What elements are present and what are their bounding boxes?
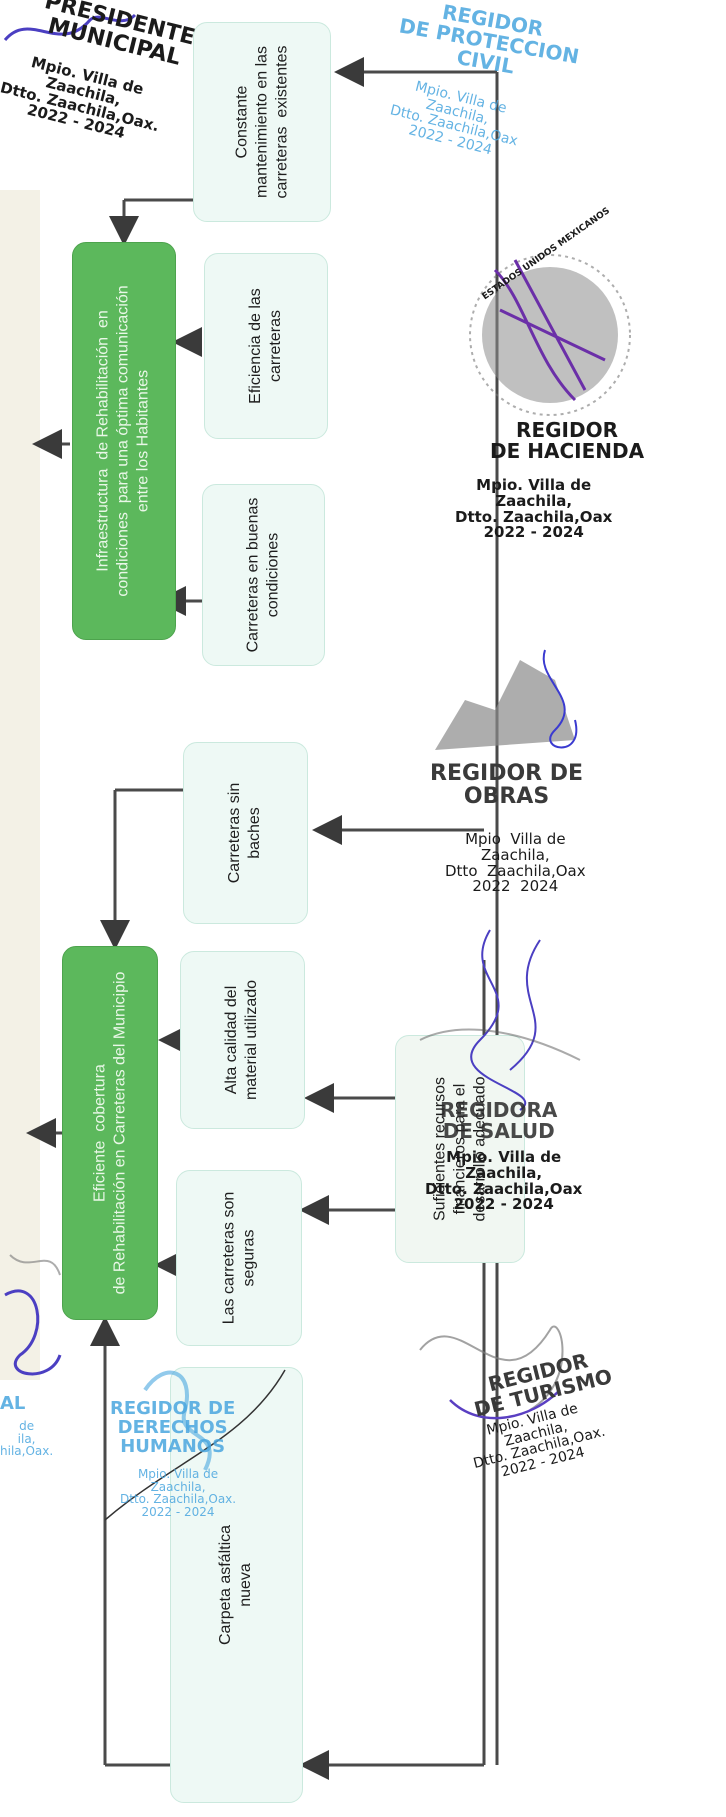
- box-sin-baches-label: Carreteras sin baches: [226, 782, 264, 884]
- box-eficiencia: Eficiencia de las carreteras: [204, 253, 328, 439]
- stamp-obras-title: REGIDOR DE OBRAS: [430, 761, 584, 810]
- stamp-left-partial-title: AL: [0, 1393, 26, 1414]
- box-eficiente-cobertura: Eficiente cobertura de Rehabilitación en…: [62, 946, 158, 1320]
- stamp-hacienda-title: REGIDOR DE HACIENDA: [490, 418, 645, 463]
- box-alta-calidad-label: Alta calidad del material utilizado: [223, 979, 261, 1101]
- stamp-left-partial-location: de ila, hila,Oax.: [0, 1419, 54, 1459]
- stamp-humanos-location: Mpio. Villa de Zaachila, Dtto. Zaachila,…: [120, 1467, 237, 1519]
- box-suficientes-recursos: Suficientes recursos financieros para el…: [395, 1035, 525, 1263]
- box-alta-calidad: Alta calidad del material utilizado: [180, 951, 305, 1129]
- box-seguras-label: Las carreteras son seguras: [220, 1191, 258, 1325]
- box-carpeta-asfaltica: Carpeta asfáltica nueva: [170, 1367, 303, 1803]
- background-panel: [0, 190, 40, 1380]
- box-constante-mantenimiento: Constante mantenimiento en las carretera…: [193, 22, 331, 222]
- signature-scribble-salud: [419, 929, 581, 1111]
- stamp-obras-location: Mpio Villa de Zaachila, Dtto Zaachila,Oa…: [445, 830, 586, 896]
- stamp-salud-location: Mpio. Villa de Zaachila, Dtto. Zaachila,…: [425, 1148, 583, 1214]
- signature-scribble-presidente: [3, 13, 137, 41]
- stamp-humanos-title: REGIDOR DE DERECHOS HUMANOS: [110, 1398, 236, 1457]
- box-constante-label: Constante mantenimiento en las carretera…: [233, 45, 291, 199]
- stamp-hacienda-location: Mpio. Villa de Zaachila, Dtto. Zaachila,…: [455, 476, 613, 542]
- national-seal-graphic: [469, 254, 631, 416]
- signature-scribble-humanos: [104, 1369, 286, 1521]
- box-infraestructura-label: Infraestructura de Rehabilitación en con…: [95, 285, 153, 597]
- box-buenas-label: Carreteras en buenas condiciones: [244, 497, 282, 653]
- stamp-salud-title: REGIDORA DE SALUD: [440, 1098, 558, 1143]
- signature-scribble-turismo: [419, 1325, 564, 1420]
- box-infraestructura: Infraestructura de Rehabilitación en con…: [72, 242, 176, 640]
- worker-graphic: [435, 649, 578, 750]
- box-eficiencia-label: Eficiencia de las carreteras: [247, 288, 284, 404]
- box-sin-baches: Carreteras sin baches: [183, 742, 308, 924]
- box-seguras: Las carreteras son seguras: [176, 1170, 302, 1346]
- box-eficiente-label: Eficiente cobertura de Rehabilitación en…: [91, 971, 128, 1295]
- box-buenas-condiciones: Carreteras en buenas condiciones: [202, 484, 325, 666]
- signature-scribble-left: [4, 1254, 62, 1376]
